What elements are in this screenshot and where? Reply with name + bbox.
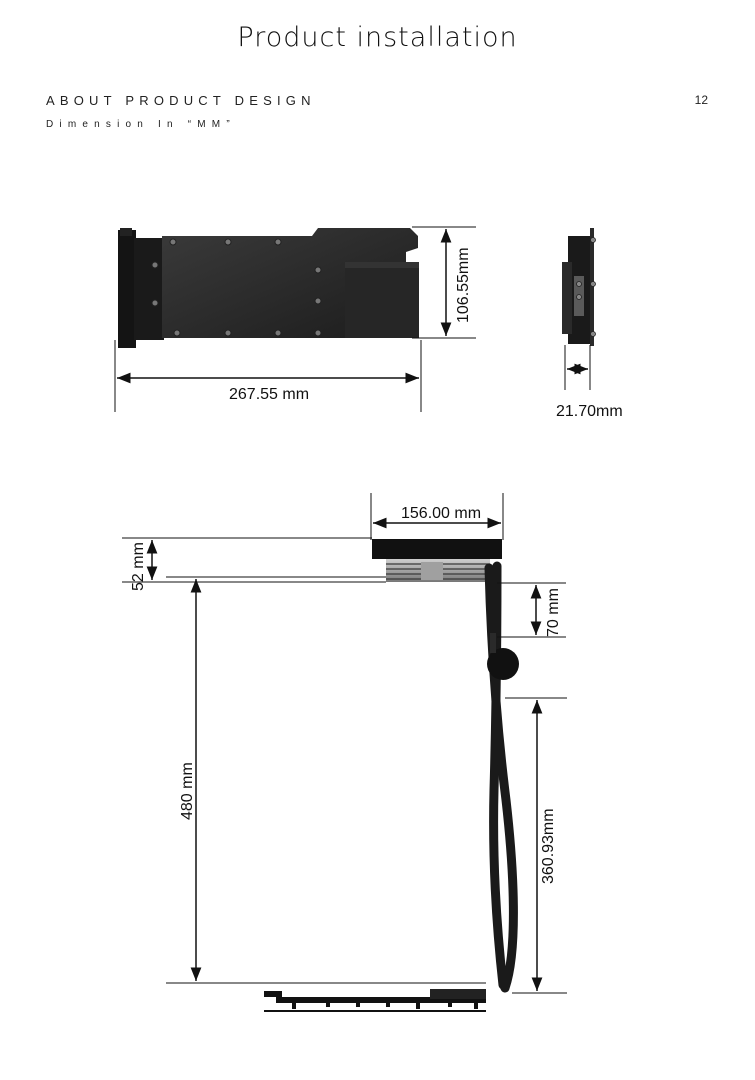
- gpu-block-front-view: [118, 228, 419, 348]
- gpu-block-bottom-view: [264, 989, 486, 1012]
- length-label: 267.55 mm: [229, 386, 309, 403]
- pump-unit: [487, 633, 519, 680]
- section-subheading: Dimension In “MM”: [46, 119, 236, 130]
- tube-long-dimension: 480 mm: [166, 579, 486, 984]
- fan-offset-dimension: 70 mm: [497, 582, 566, 638]
- height-dimension: 106.55mm: [412, 226, 476, 339]
- radiator-height-dimension: 52 mm: [122, 537, 386, 591]
- radiator-width-dimension: 156.00 mm: [370, 493, 504, 540]
- tube-short-label: 360.93mm: [540, 808, 557, 884]
- coolant-tubes: [484, 561, 518, 993]
- radiator-height-label: 52 mm: [130, 542, 147, 591]
- tube-long-label: 480 mm: [179, 762, 196, 820]
- height-label: 106.55mm: [455, 247, 472, 323]
- length-dimension: 267.55 mm: [114, 340, 422, 412]
- radiator-width-label: 156.00 mm: [401, 505, 481, 522]
- page-title: Product installation: [237, 22, 518, 53]
- tube-short-dimension: 360.93mm: [505, 697, 567, 994]
- gpu-block-side-view: 21.70mm: [556, 228, 623, 420]
- page-number: 12: [694, 93, 708, 107]
- fan-offset-label: 70 mm: [545, 588, 562, 637]
- thickness-label: 21.70mm: [556, 403, 623, 420]
- section-heading: ABOUT PRODUCT DESIGN: [46, 93, 316, 108]
- radiator: [372, 539, 502, 582]
